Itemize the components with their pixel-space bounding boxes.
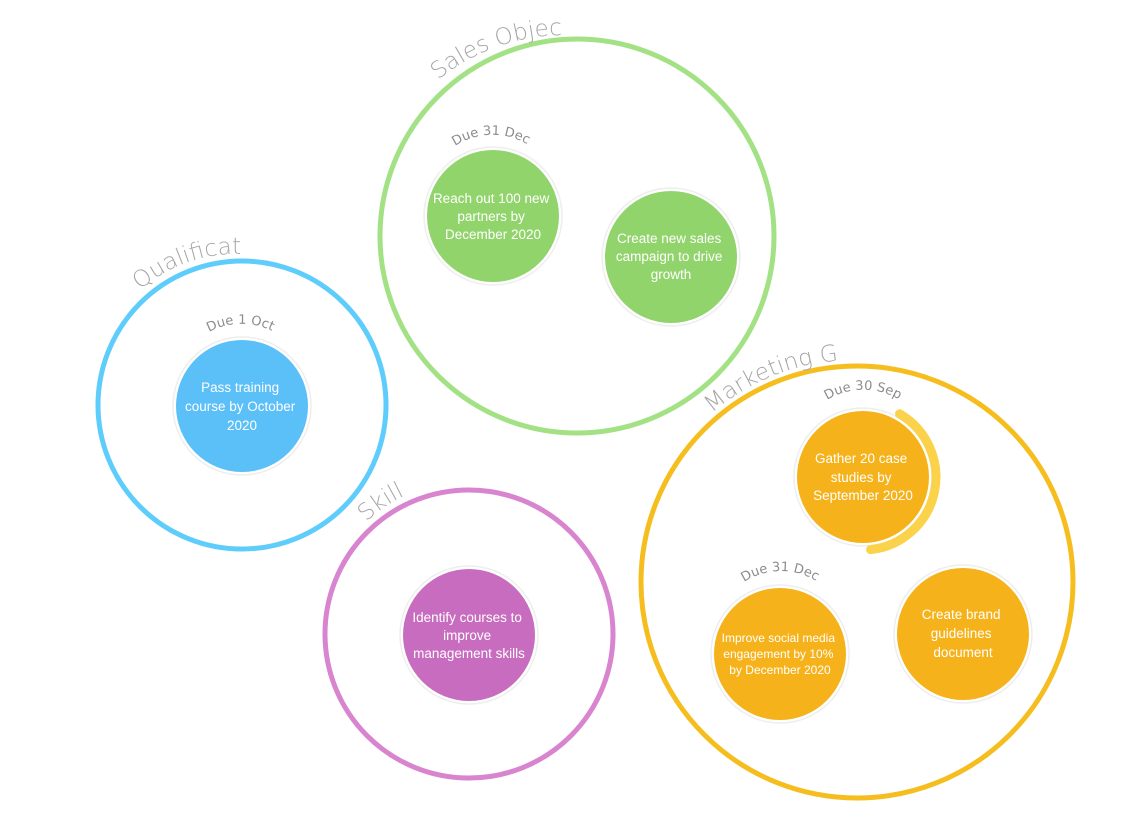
goal-circle[interactable]: [176, 340, 308, 472]
goal-node-social-engagement[interactable]: Due 31 Dec Improve social media engageme…: [710, 560, 850, 724]
goal-circle[interactable]: [714, 588, 846, 720]
goal-title: Gather 20 case studies by September 2020: [813, 451, 913, 503]
goal-node-identify-courses[interactable]: Identify courses to improve management s…: [399, 565, 539, 705]
goal-node-gather-case-studies[interactable]: Due 30 Sep Gather 20 case studies by Sep…: [793, 379, 941, 555]
group-qualifications[interactable]: Qualifications Due 1 Oct Pass training c…: [0, 0, 389, 552]
goal-title: Identify courses to improve management s…: [412, 610, 525, 661]
goal-node-reach-partners[interactable]: Due 31 Dec Reach out 100 new partners by…: [423, 124, 563, 286]
goal-circle[interactable]: [897, 568, 1029, 700]
goal-node-sales-campaign[interactable]: Create new sales campaign to drive growt…: [601, 187, 741, 327]
goal-title: Pass training course by October 2020: [185, 380, 299, 433]
goal-title: Create new sales campaign to drive growt…: [616, 231, 726, 282]
group-label-qualifications: Qualifications: [0, 0, 241, 295]
goal-title: Improve social media engagement by 10% b…: [722, 631, 839, 677]
goal-title: Reach out 100 new partners by December 2…: [433, 191, 553, 242]
progress-arc: [866, 409, 941, 555]
goal-circle[interactable]: [797, 411, 929, 543]
group-ring-sales[interactable]: [377, 36, 777, 436]
goal-circle[interactable]: [427, 150, 559, 282]
goal-node-pass-training[interactable]: Due 1 Oct Pass training course by Octobe…: [172, 313, 312, 476]
due-label: Due 1 Oct: [204, 313, 276, 336]
goal-circle[interactable]: [403, 569, 535, 701]
goal-node-brand-guidelines[interactable]: Create brand guidelines document: [893, 564, 1033, 704]
goal-title: Create brand guidelines document: [922, 607, 1005, 660]
goal-circle[interactable]: [605, 191, 737, 323]
